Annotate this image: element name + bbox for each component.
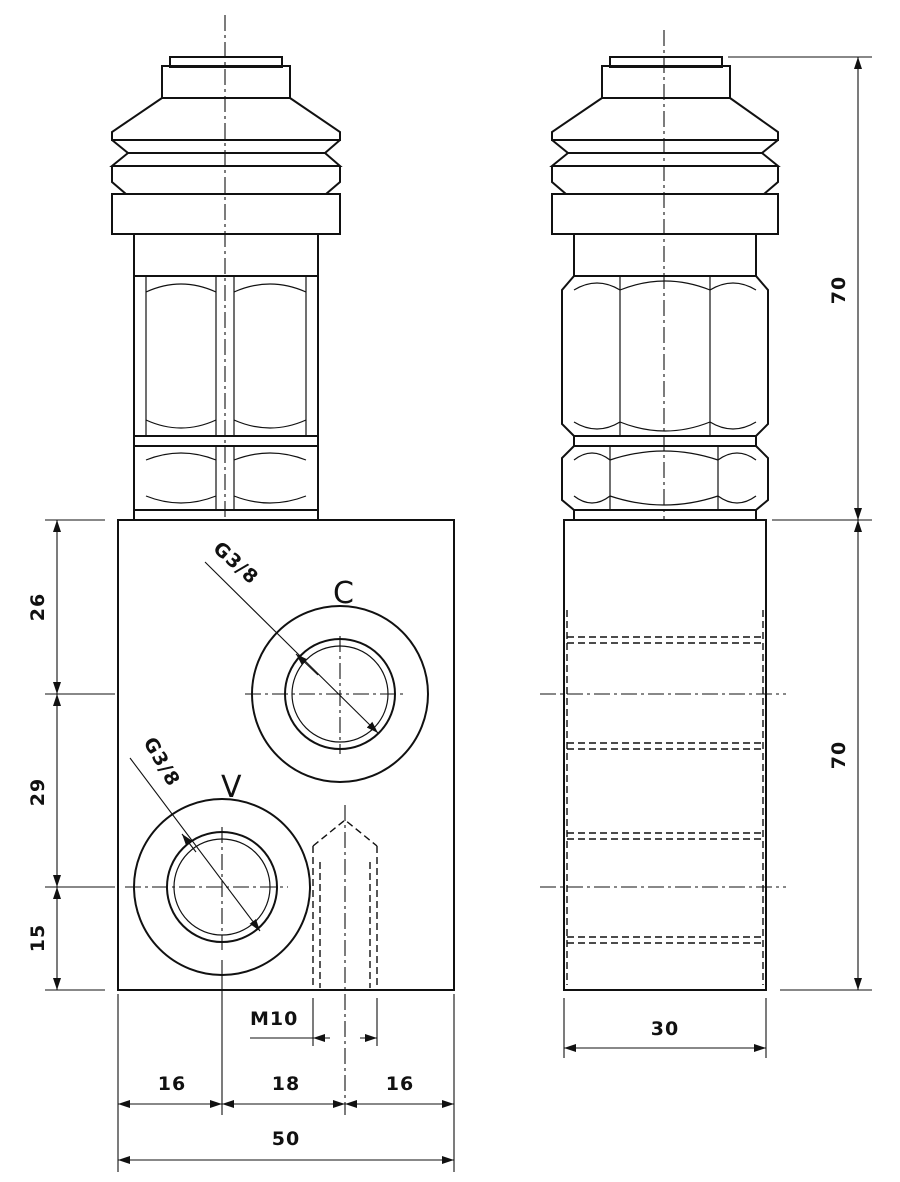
front-lock-nut	[133, 435, 319, 521]
dim-height-lower: 70	[828, 741, 850, 769]
dim-height-upper: 70	[828, 276, 850, 304]
thread-callout-v: G3/8	[139, 734, 185, 791]
front-valve-neck	[133, 233, 319, 277]
m10-dimension	[250, 998, 378, 1046]
bottom-horizontal-dimensions	[117, 960, 455, 1172]
front-view: G3/8 C G3/8 V M10	[109, 15, 455, 1115]
left-vertical-dimensions	[45, 519, 115, 991]
dim-pitch-bottom: 15	[27, 924, 49, 952]
side-hex-nut	[561, 275, 769, 437]
front-valve-body	[117, 519, 455, 991]
front-valve-cap	[109, 56, 343, 235]
dim-width-total: 50	[272, 1128, 300, 1150]
g38-leader-v	[129, 757, 261, 932]
port-v	[125, 798, 311, 976]
side-hidden-bores	[540, 610, 786, 985]
side-valve-cap	[549, 56, 781, 235]
screw-callout: M10	[250, 1008, 298, 1030]
dim-side-thickness: 30	[651, 1018, 679, 1040]
dim-width-right: 16	[386, 1073, 414, 1095]
port-label-c: C	[333, 576, 354, 611]
right-vertical-dimensions	[728, 56, 872, 991]
dim-pitch-top: 26	[27, 593, 49, 621]
m10-tapped-hole	[312, 805, 378, 1115]
side-valve-body	[563, 519, 767, 991]
side-thickness-dimension	[563, 998, 767, 1058]
dim-width-left: 16	[158, 1073, 186, 1095]
side-view: 30	[540, 30, 786, 1058]
dim-width-mid: 18	[272, 1073, 300, 1095]
side-lock-nut	[561, 435, 769, 521]
front-hex-nut	[133, 275, 319, 437]
thread-callout-c: G3/8	[209, 537, 263, 589]
side-valve-neck	[573, 233, 757, 277]
dim-pitch-mid: 29	[27, 778, 49, 806]
port-label-v: V	[221, 770, 242, 805]
g38-leader-c	[204, 561, 379, 734]
port-c	[245, 605, 429, 783]
